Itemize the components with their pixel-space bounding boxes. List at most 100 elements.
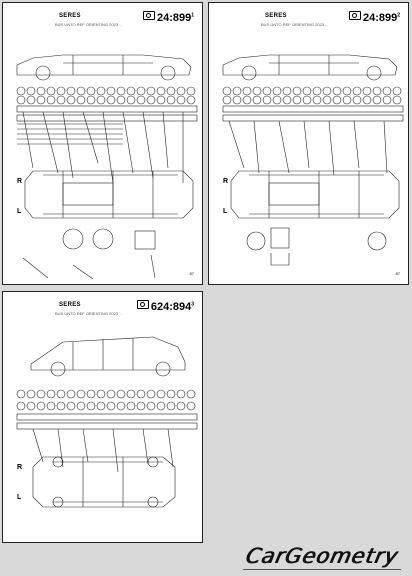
side-label-r: R [17, 464, 22, 471]
callout-bubble [106, 389, 116, 399]
page-number: 87 [395, 271, 400, 276]
callout-bubble [126, 401, 136, 411]
callout-bubble [146, 401, 156, 411]
diagram-sheet-2: SERES BUS UNTO REF ORIENTING 2023 ... 24… [208, 2, 409, 285]
callout-bubble [302, 95, 312, 105]
callout-bubble [66, 95, 76, 105]
callout-bubble [116, 401, 126, 411]
callout-bubble [66, 86, 76, 96]
callout-bubble [382, 95, 392, 105]
sheet-header: SERES BUS UNTO REF ORIENTING 2023 ... 24… [3, 11, 202, 33]
callout-bubble [322, 86, 332, 96]
body-diagram: R L [16, 336, 198, 508]
side-label-l: L [17, 494, 22, 501]
sheet-subtitle: BUS UNTO REF ORIENTING 2023 ... [55, 311, 123, 316]
callout-bubble [186, 95, 196, 105]
callout-bubble [126, 95, 136, 105]
callout-bubble [332, 95, 342, 105]
callout-bubble [292, 95, 302, 105]
callout-bubble [126, 389, 136, 399]
callout-bubble [242, 86, 252, 96]
underbody-diagram: R L [222, 54, 404, 266]
callout-bubble [232, 95, 242, 105]
callout-bubble [382, 86, 392, 96]
callout-bubble [242, 95, 252, 105]
callout-bubble [116, 95, 126, 105]
callout-bubble [392, 86, 402, 96]
sheet-code: 624:8943 [136, 300, 194, 313]
callout-bubble [46, 95, 56, 105]
callout-bubble [126, 86, 136, 96]
callout-bubble [76, 86, 86, 96]
callout-bubble [156, 389, 166, 399]
callout-bubble [56, 401, 66, 411]
callout-bubble [46, 389, 56, 399]
side-label-r: R [223, 178, 228, 185]
callout-bubble [66, 401, 76, 411]
callout-bubble [166, 389, 176, 399]
callout-bubble [46, 401, 56, 411]
callout-bubble [176, 86, 186, 96]
callout-bubble [16, 389, 26, 399]
callout-bubble [312, 86, 322, 96]
callout-bubble [392, 95, 402, 105]
callout-bubble [86, 86, 96, 96]
callout-bubble [176, 401, 186, 411]
underbody-diagram: R L [16, 54, 198, 280]
brand-label: SERES [59, 302, 81, 308]
callout-bubble [106, 95, 116, 105]
callout-bubble [136, 95, 146, 105]
callout-bubble [96, 401, 106, 411]
callout-bubble [362, 95, 372, 105]
callout-bubble [136, 86, 146, 96]
callout-bubble [156, 401, 166, 411]
callout-bubble [146, 86, 156, 96]
callout-bubble [96, 86, 106, 96]
camera-icon [142, 11, 155, 20]
callout-bubble [362, 86, 372, 96]
callout-bubble [292, 86, 302, 96]
callout-bubble [76, 95, 86, 105]
camera-icon [348, 11, 361, 20]
callout-bubble [252, 95, 262, 105]
callout-bubble [26, 86, 36, 96]
callout-bubble [222, 86, 232, 96]
callout-bubble [16, 95, 26, 105]
callout-bubble [232, 86, 242, 96]
callout-bubble [342, 95, 352, 105]
callout-bubble [156, 95, 166, 105]
callout-bubble [36, 401, 46, 411]
callout-bubble [56, 86, 66, 96]
callout-bubble [176, 389, 186, 399]
callout-bubble [56, 95, 66, 105]
camera-icon [136, 300, 149, 309]
callout-bubble [166, 401, 176, 411]
callout-bubble [166, 86, 176, 96]
brand-label: SERES [265, 13, 287, 19]
sheet-subtitle: BUS UNTO REF ORIENTING 2023 ... [261, 22, 329, 27]
callout-bubble [86, 95, 96, 105]
callout-bubble [146, 95, 156, 105]
callout-bubble [86, 389, 96, 399]
callout-bubble [282, 95, 292, 105]
callout-bubble [36, 389, 46, 399]
side-label-r: R [17, 178, 22, 185]
callout-bubble [106, 86, 116, 96]
callout-bubble [252, 86, 262, 96]
callout-bubble [76, 389, 86, 399]
callout-bubble [282, 86, 292, 96]
cargeometry-logo: CarGeometry [243, 544, 401, 568]
callout-bubble [106, 401, 116, 411]
callout-bubble [16, 401, 26, 411]
callout-bubble [272, 86, 282, 96]
sheet-code: 24:8992 [348, 11, 400, 24]
callout-bubble [96, 95, 106, 105]
callout-bubble [136, 389, 146, 399]
callout-bubble [322, 95, 332, 105]
callout-bubble [36, 95, 46, 105]
callout-bubble [46, 86, 56, 96]
callout-bubble [342, 86, 352, 96]
side-label-l: L [223, 208, 228, 215]
callout-bubble [186, 389, 196, 399]
callout-bubble [166, 95, 176, 105]
